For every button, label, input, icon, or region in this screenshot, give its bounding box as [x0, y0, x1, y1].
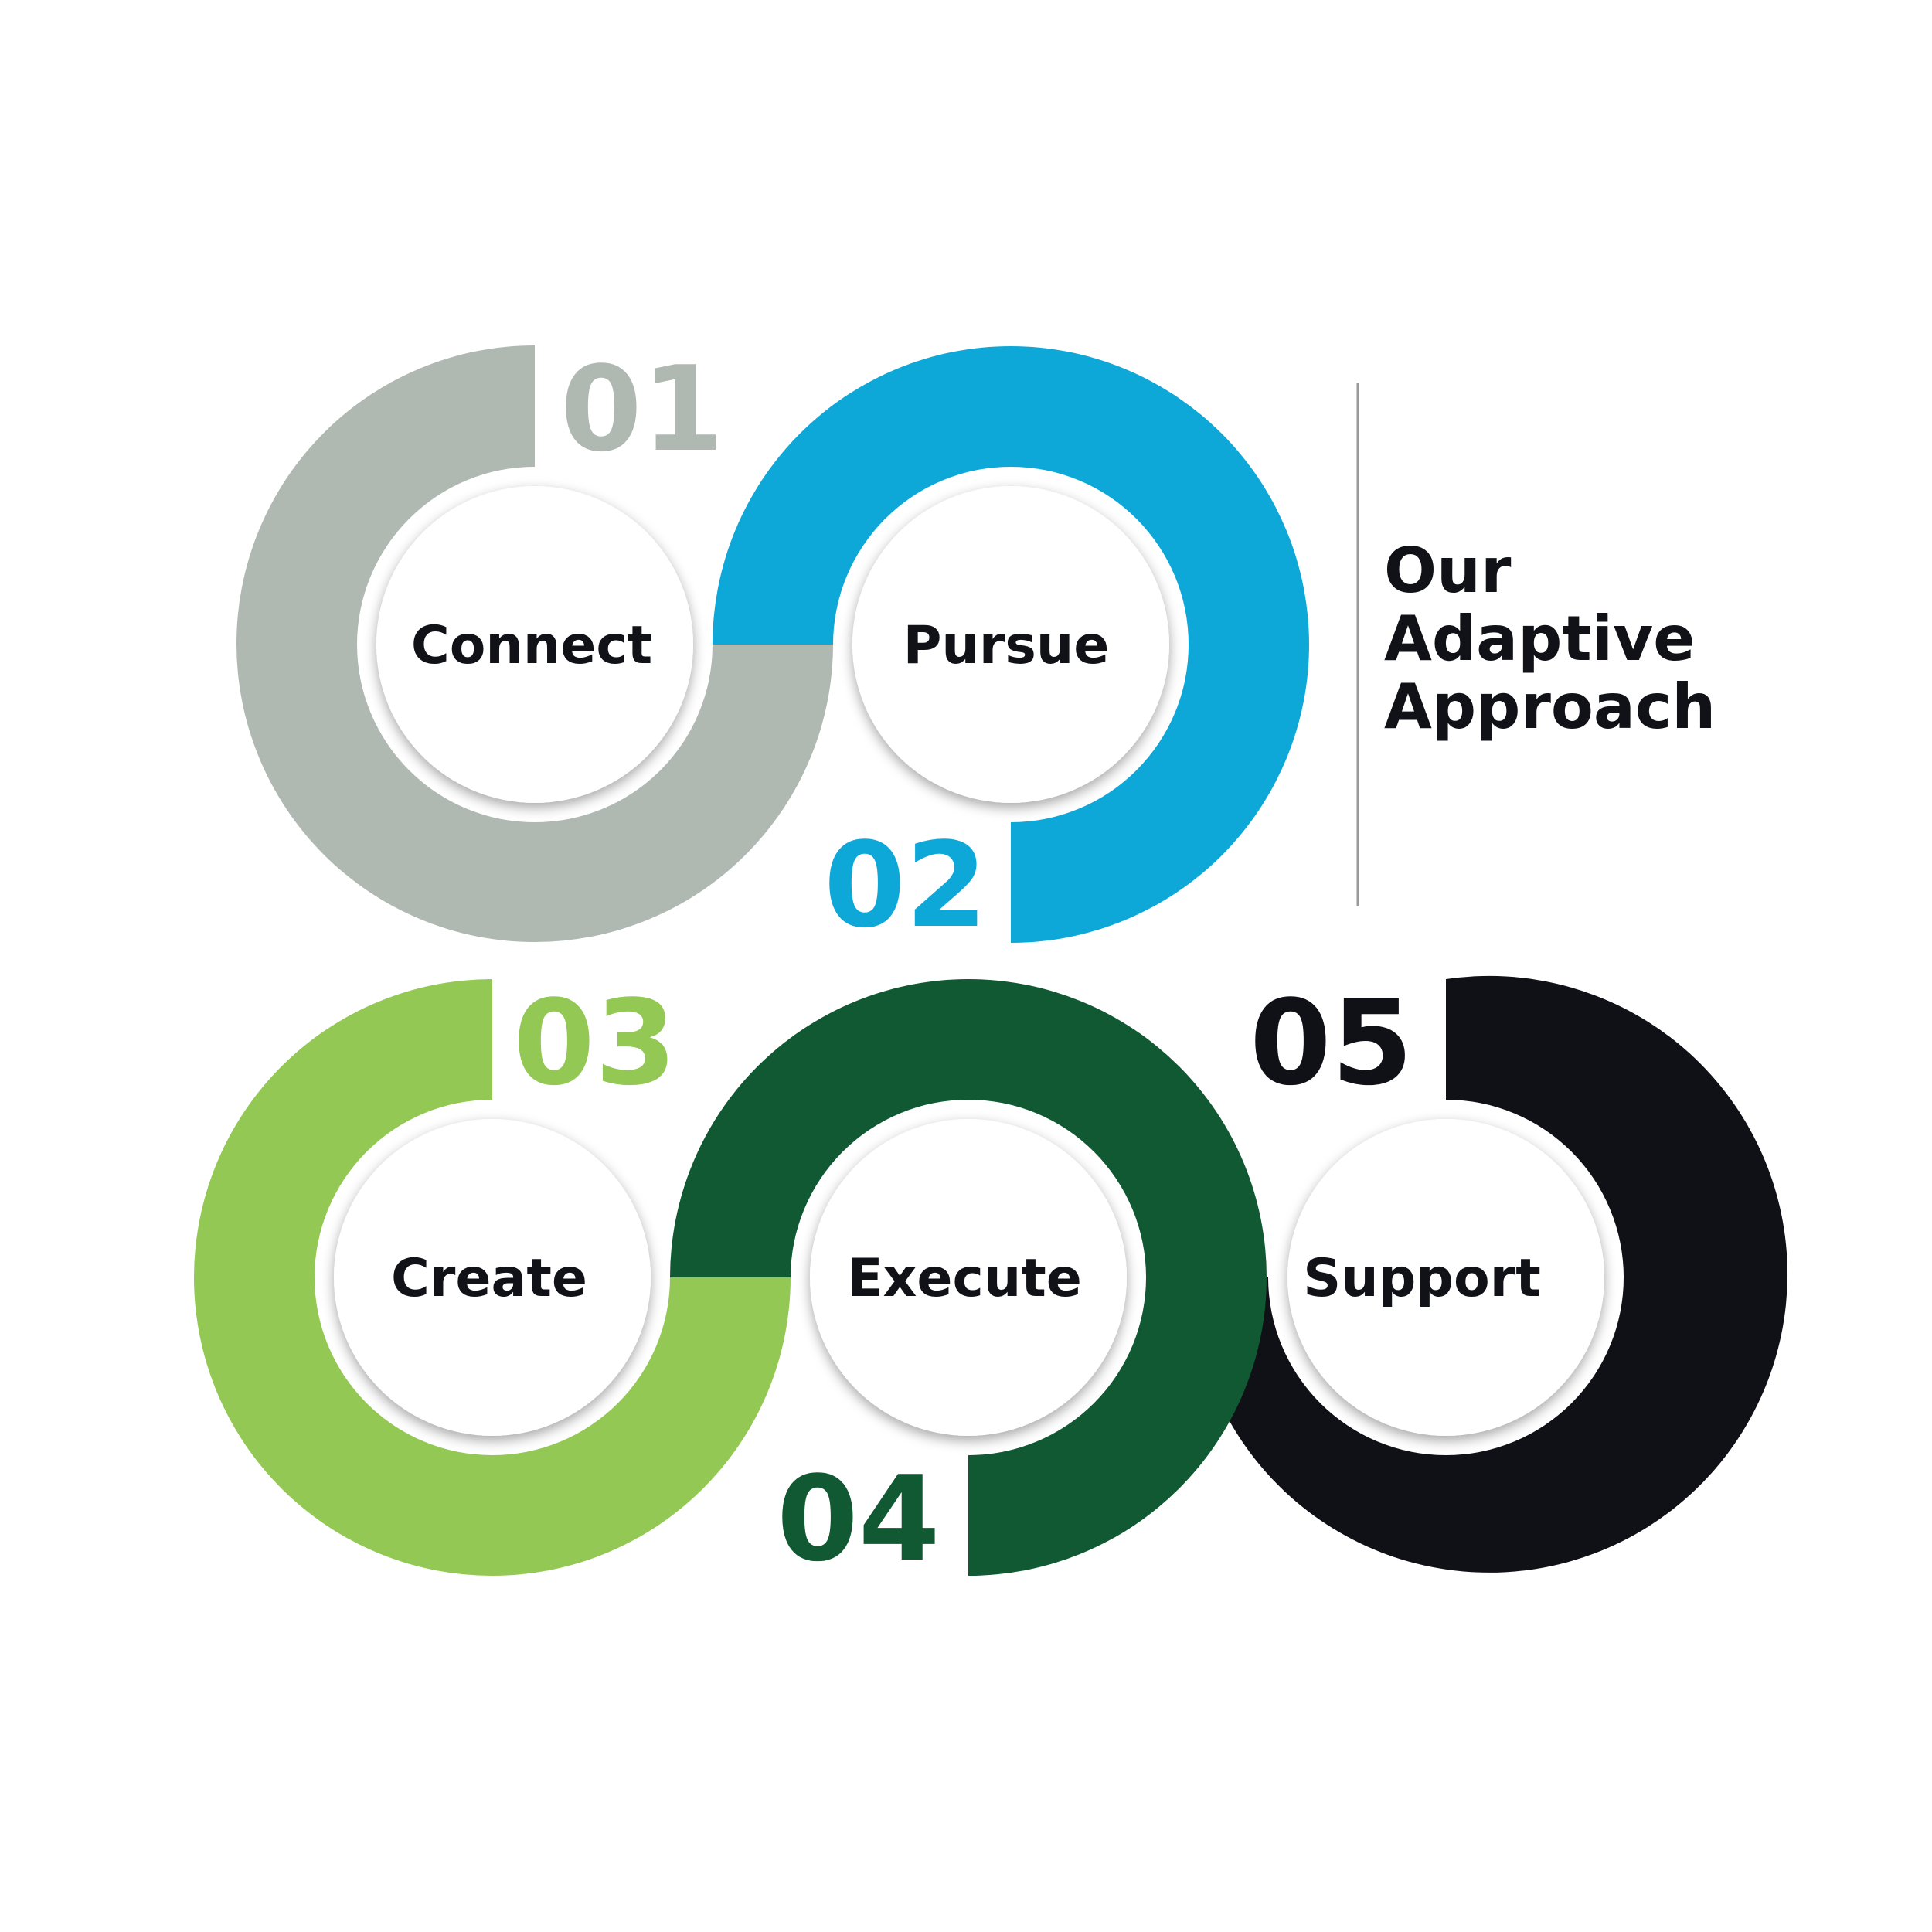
step-05-inner-circle: [1287, 1119, 1604, 1436]
step-02-number: 02: [824, 817, 988, 954]
step-04-number: 04: [777, 1451, 940, 1587]
step-01-number: 01: [560, 341, 724, 478]
step-03-label: Create: [391, 1248, 587, 1309]
step-05-ring: [1191, 975, 1787, 1573]
step-01-inner-circle: [376, 486, 693, 803]
step-04-ring: [670, 979, 1267, 1576]
step-02-inner-circle: [852, 486, 1169, 803]
step-03-number: 03: [513, 975, 677, 1111]
step-02-ring: [713, 346, 1309, 943]
step-05-number: 05: [1250, 975, 1413, 1111]
step-04-label: Execute: [847, 1248, 1082, 1309]
title-line-2: Adaptive: [1384, 603, 1696, 675]
step-04-inner-circle: [810, 1119, 1127, 1436]
title-line-1: Our: [1384, 535, 1512, 607]
step-02-label: Pursue: [903, 615, 1110, 676]
step-05-label: Support: [1303, 1248, 1541, 1309]
step-01-ring: [236, 345, 833, 942]
title-line-3: Approach: [1384, 671, 1716, 743]
step-03-ring: [194, 979, 791, 1576]
step-03-inner-circle: [334, 1119, 651, 1436]
step-01-label: Connect: [411, 615, 652, 676]
